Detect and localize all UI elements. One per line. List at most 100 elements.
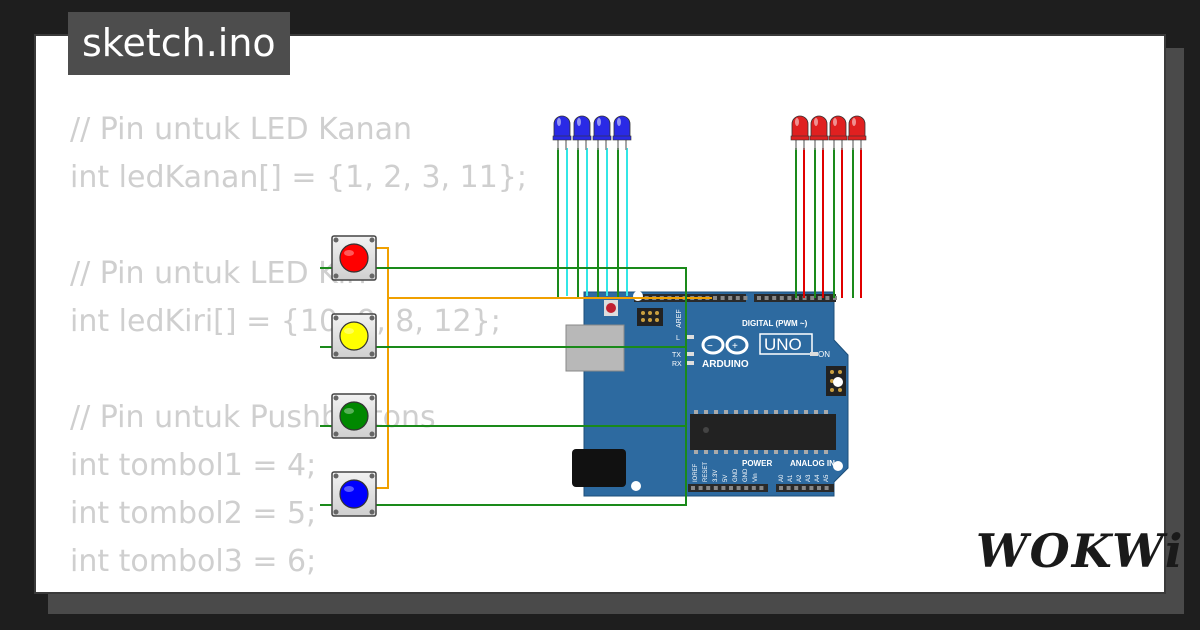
power-header: [688, 484, 768, 492]
header-pin: [787, 296, 792, 300]
led[interactable]: [790, 115, 810, 150]
header-pin: [721, 486, 726, 490]
icsp-pin: [648, 311, 652, 315]
arduino-logo-icon: [701, 335, 749, 355]
led-rx-indicator: [686, 361, 694, 365]
chip-pin: [764, 410, 768, 414]
led[interactable]: [828, 115, 848, 150]
header-pin: [764, 296, 769, 300]
header-pin: [801, 486, 806, 490]
code-line: // Pin untuk LED Kanan: [70, 112, 413, 147]
header-pin: [691, 486, 695, 490]
chip-pin: [794, 450, 798, 454]
led-tx-indicator: [686, 352, 694, 356]
chip-pin: [814, 410, 818, 414]
icsp-pin: [838, 370, 842, 374]
wire[interactable]: [557, 148, 646, 299]
mount-hole: [631, 481, 641, 491]
header-pin: [713, 296, 717, 300]
wire[interactable]: [376, 247, 389, 489]
analog-label: ANALOG IN: [790, 459, 835, 468]
board-brand: ARDUINO: [702, 359, 749, 370]
wokwi-logo: WOKWi: [976, 524, 1185, 578]
chip-pin: [714, 410, 718, 414]
chip-pin: [824, 410, 828, 414]
on-label: ON: [818, 350, 830, 359]
file-tab[interactable]: sketch.ino: [68, 12, 290, 75]
chip-notch: [703, 427, 709, 433]
chip-pin: [784, 450, 788, 454]
power-pin-label: GND: [733, 468, 739, 482]
led-l-indicator: [686, 335, 694, 339]
pushbutton-cap[interactable]: [339, 401, 369, 431]
l-label: L: [676, 335, 680, 342]
pushbutton[interactable]: [331, 393, 377, 439]
chip-pin: [744, 450, 748, 454]
chip-pin: [694, 410, 698, 414]
led[interactable]: [592, 115, 612, 150]
chip-pin: [754, 450, 758, 454]
analog-pin-label: A4: [815, 474, 821, 482]
led[interactable]: [809, 115, 829, 150]
header-pin: [824, 486, 829, 490]
chip-pin: [724, 410, 728, 414]
led-on-indicator: [810, 352, 818, 356]
pushbutton-cap[interactable]: [339, 321, 369, 351]
mount-hole: [633, 291, 643, 301]
arduino-uno-board[interactable]: − + UNO ARDUINO DIGITAL (PWM ~) POWER AN…: [565, 291, 849, 497]
header-pin: [729, 486, 733, 490]
icsp-pin: [830, 370, 834, 374]
led[interactable]: [552, 115, 572, 150]
pushbutton-cap[interactable]: [339, 243, 369, 273]
analog-pin-label: A3: [806, 474, 812, 482]
chip-pin: [704, 410, 708, 414]
icsp-pin: [655, 311, 659, 315]
header-pin: [810, 296, 815, 300]
power-pin-label: IOREF: [693, 463, 699, 482]
led-group-left: [552, 115, 632, 150]
chip-pin: [764, 450, 768, 454]
header-pin: [728, 296, 733, 300]
wires: [320, 148, 862, 506]
icsp-pin: [641, 318, 645, 322]
header-pin: [817, 486, 821, 490]
pushbutton[interactable]: [331, 471, 377, 517]
header-pin: [779, 296, 784, 300]
code-line: // Pin untuk LED Kiri: [70, 256, 367, 291]
wire[interactable]: [577, 148, 650, 299]
led[interactable]: [572, 115, 592, 150]
pushbutton[interactable]: [331, 313, 377, 359]
reset-button[interactable]: [606, 303, 616, 313]
icsp-pin: [830, 388, 834, 392]
code-line: // Pin untuk Pushbuttons: [70, 400, 436, 435]
led[interactable]: [847, 115, 867, 150]
chip-pin: [714, 450, 718, 454]
chip-pin: [704, 450, 708, 454]
pushbutton-group: [331, 235, 377, 517]
pushbutton-cap[interactable]: [339, 479, 369, 509]
power-pin-label: GND: [743, 468, 749, 482]
header-pin: [706, 486, 711, 490]
pushbutton[interactable]: [331, 235, 377, 281]
header-pin: [779, 486, 783, 490]
digital-label: DIGITAL (PWM ~): [742, 319, 808, 328]
header-pin: [735, 296, 740, 300]
wire[interactable]: [320, 267, 687, 506]
power-jack: [572, 449, 626, 487]
tx-label: TX: [672, 352, 681, 359]
power-label: POWER: [742, 459, 772, 468]
icsp-pin: [838, 388, 842, 392]
code-line: int tombol2 = 5;: [70, 496, 317, 531]
chip-pin: [744, 410, 748, 414]
chip-pin: [694, 450, 698, 454]
icsp-pin: [648, 318, 652, 322]
header-pin: [744, 486, 749, 490]
analog-pin-label: A1: [788, 474, 794, 482]
icsp-pin: [641, 311, 645, 315]
led[interactable]: [612, 115, 632, 150]
code-line: int tombol3 = 6;: [70, 544, 317, 579]
mount-hole: [833, 377, 843, 387]
wire[interactable]: [617, 148, 658, 299]
